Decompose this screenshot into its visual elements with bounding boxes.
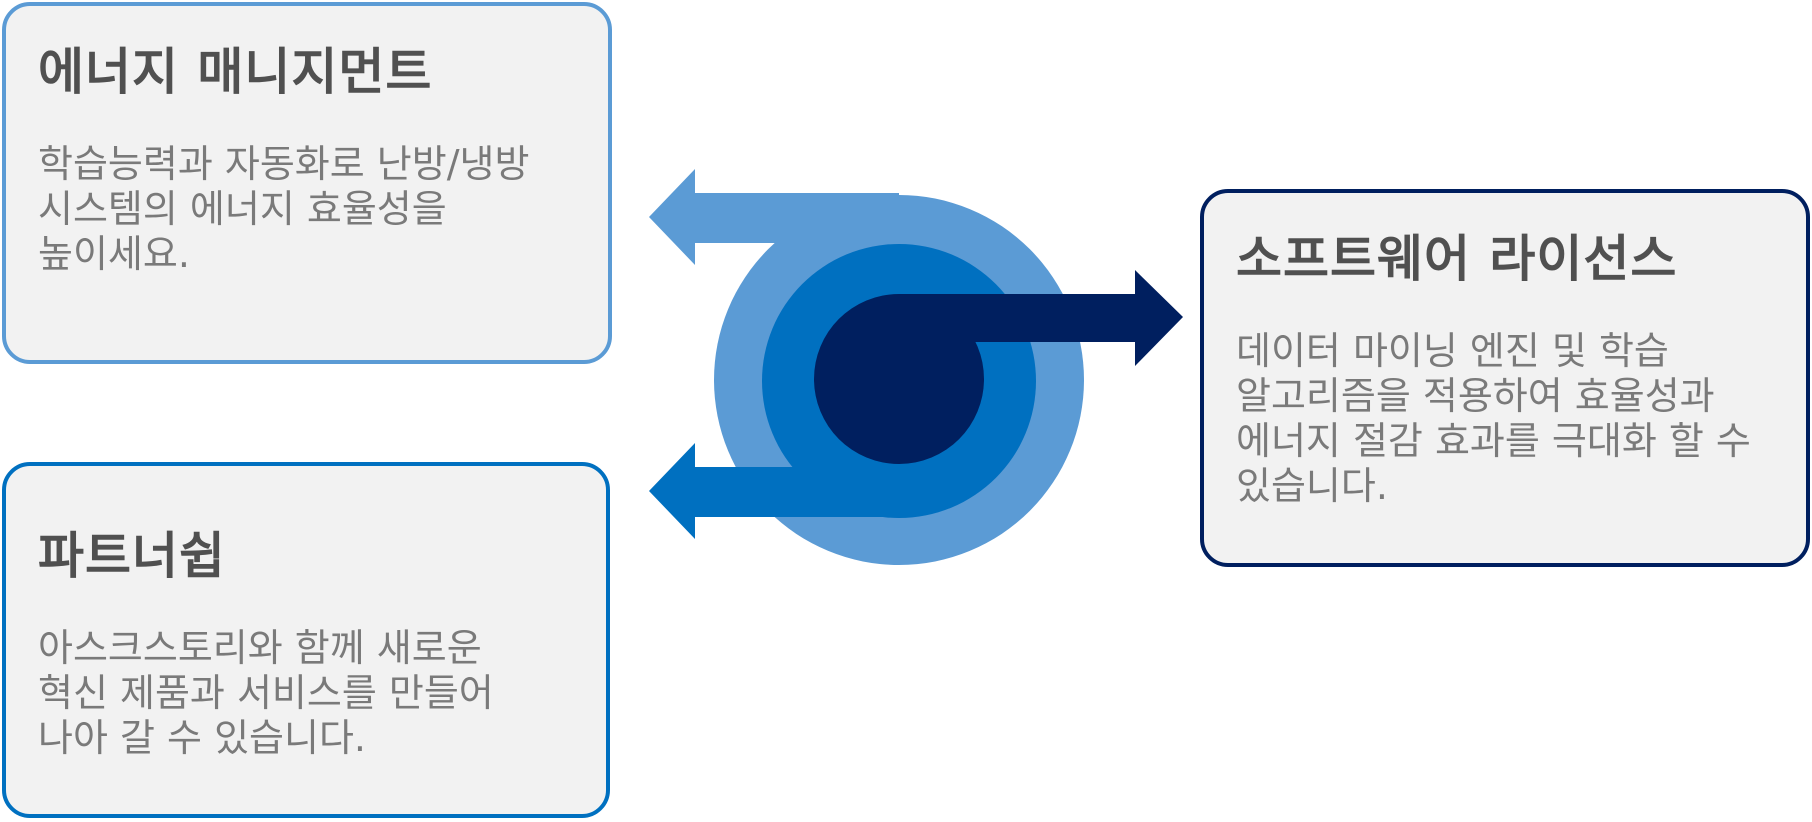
software-license-card: 소프트웨어 라이선스 데이터 마이닝 엔진 및 학습 알고리즘을 적용하여 효율… (1200, 189, 1810, 567)
energy-management-card: 에너지 매니지먼트 학습능력과 자동화로 난방/냉방 시스템의 에너지 효율성을… (2, 2, 612, 364)
partnership-description: 아스크스토리와 함께 새로운 혁신 제품과 서비스를 만들어 나아 갈 수 있습… (38, 626, 494, 760)
partnership-title: 파트너쉽 (38, 527, 226, 585)
partnership-card: 파트너쉽 아스크스토리와 함께 새로운 혁신 제품과 서비스를 만들어 나아 갈… (2, 462, 610, 818)
energy-management-title: 에너지 매니지먼트 (38, 43, 433, 101)
software-license-description: 데이터 마이닝 엔진 및 학습 알고리즘을 적용하여 효율성과 에너지 절감 효… (1236, 329, 1751, 508)
energy-management-description: 학습능력과 자동화로 난방/냉방 시스템의 에너지 효율성을 높이세요. (38, 142, 530, 276)
software-license-title: 소프트웨어 라이선스 (1236, 230, 1678, 288)
arrow-to-software (814, 270, 1183, 464)
